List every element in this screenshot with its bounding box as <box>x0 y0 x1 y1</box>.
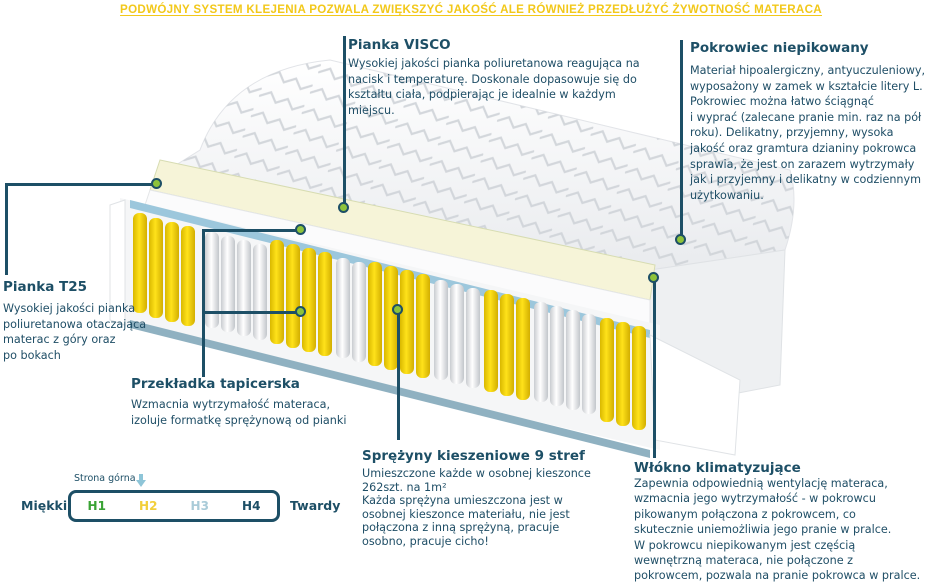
callout-fiber-line: wewnętrzną materaca, nie połączone z <box>634 554 854 568</box>
callout-fiber-line: pokrowcem, pozwala na pranie pokrowca w … <box>634 569 921 583</box>
cover-marker-dot <box>675 234 686 245</box>
callout-fiber: Włókno klimatyzujące Zapewnia odpowiedni… <box>634 460 920 584</box>
callout-cover-line: wyposażony w zamek w kształcie litery L. <box>690 79 923 93</box>
callout-t25-line: po bokach <box>3 348 61 362</box>
callout-springs-line: połączona z inną sprężyną, pracuje <box>362 521 560 535</box>
callout-cover: Pokrowiec niepikowany Materiał hipoalerg… <box>690 40 925 203</box>
callout-t25-line: Wysokiej jakości pianka <box>3 302 136 315</box>
firmness-h2: H2 <box>139 499 158 513</box>
callout-fiber-line: W pokrowcu niepikowanym jest częścią <box>634 538 856 552</box>
top-side-label: Strona górna <box>74 473 136 484</box>
callout-t25-line: poliuretanowa otaczająca <box>3 317 147 331</box>
callout-felt: Przekładka tapicerska Wzmacnia wytrzymał… <box>131 376 346 428</box>
callout-fiber-line: Zapewnia odpowiednią wentylację materaca… <box>634 477 888 490</box>
callout-cover-line: sprawia, że jest on zarazem wytrzymały <box>690 157 915 171</box>
felt-marker-dot-bottom <box>295 306 306 317</box>
callout-springs-line: osobno, pracuje cicho! <box>362 534 489 548</box>
felt-marker-dot-top <box>295 224 306 235</box>
callout-visco-line: nacisk i temperaturę. Doskonale dopasowu… <box>348 72 637 86</box>
spring-zones <box>133 213 646 430</box>
fiber-leader-line <box>653 278 656 458</box>
callout-t25: Pianka T25 Wysokiej jakości pianka poliu… <box>3 279 146 363</box>
callout-t25-title: Pianka T25 <box>3 279 88 295</box>
callout-springs-line: Każda sprężyna umieszczona jest w <box>362 494 563 508</box>
callout-springs-title: Sprężyny kieszeniowe 9 stref <box>362 448 585 464</box>
callout-t25-line: materac z góry oraz <box>3 333 116 347</box>
callout-visco-title: Pianka VISCO <box>348 37 451 53</box>
springs-marker-dot <box>392 304 403 315</box>
t25-leader-vline <box>5 183 8 275</box>
t25-leader-hline <box>5 183 157 186</box>
callout-cover-line: Pokrowiec można łatwo ściągnąć <box>690 95 874 109</box>
springs-leader-line <box>397 310 400 440</box>
callout-springs-line: osobnej kieszonce materiału, nie jest <box>362 507 570 521</box>
felt-leader-bottom <box>202 311 300 314</box>
fiber-marker-dot <box>648 272 659 283</box>
felt-leader-top <box>202 229 300 232</box>
callout-cover-line: użytkowaniu. <box>690 188 764 202</box>
callout-felt-line: izoluje formatkę sprężynową od pianki <box>131 413 347 427</box>
callout-cover-title: Pokrowiec niepikowany <box>690 40 869 56</box>
callout-springs: Sprężyny kieszeniowe 9 stref Umieszczone… <box>362 448 591 549</box>
callout-visco-line: miejscu. <box>348 103 395 117</box>
headline: PODWÓJNY SYSTEM KLEJENIA POZWALA ZWIĘKSZ… <box>120 3 822 16</box>
arrow-down-icon <box>136 474 146 487</box>
callout-springs-line: 262szt. na 1m² <box>362 480 447 494</box>
visco-marker-dot <box>338 202 349 213</box>
callout-felt-line: Wzmacnia wytrzymałość materaca, <box>131 398 331 411</box>
callout-springs-line: Umieszczone każde w osobnej kieszonce <box>362 467 591 480</box>
quilted-cover <box>158 59 795 411</box>
callout-cover-line: jakość oraz gramtura dzianiny pokrowca <box>690 141 917 155</box>
callout-cover-line: i wyprać (zalecane pranie min. raz na pó… <box>690 110 922 124</box>
callout-fiber-line: skutecznie uniemożliwia jego pranie w pr… <box>634 523 892 537</box>
callout-visco-line: Wysokiej jakości pianka poliuretanowa re… <box>348 57 640 70</box>
soft-label: Miękki <box>21 498 68 513</box>
firmness-h1: H1 <box>87 499 106 513</box>
callout-fiber-title: Włókno klimatyzujące <box>634 460 801 476</box>
callout-cover-line: jak i przyjemny i delikatny w codziennym <box>690 173 922 187</box>
callout-fiber-line: pikowanym połączona z pokrowcem, co <box>634 507 856 521</box>
callout-cover-line: Materiał hipoalergiczny, antyuczuleniowy… <box>690 64 926 77</box>
hard-label: Twardy <box>290 498 341 513</box>
cover-leader-line <box>680 40 683 238</box>
felt-leader-vline <box>202 229 205 377</box>
visco-leader-line <box>343 36 346 208</box>
firmness-h4: H4 <box>242 499 261 513</box>
callout-felt-title: Przekładka tapicerska <box>131 376 300 392</box>
firmness-scale: H1 H2 H3 H4 <box>68 490 280 522</box>
callout-visco-line: kształtu ciała, podpierając je idealnie … <box>348 88 616 102</box>
callout-cover-line: roku). Delikatny, przyjemny, wysoka <box>690 126 894 140</box>
firmness-h3: H3 <box>190 499 209 513</box>
callout-fiber-line: wzmacnia jego wytrzymałość - w pokrowcu <box>634 492 876 506</box>
callout-visco: Pianka VISCO Wysokiej jakości pianka pol… <box>348 37 640 118</box>
t25-marker-dot <box>151 178 162 189</box>
